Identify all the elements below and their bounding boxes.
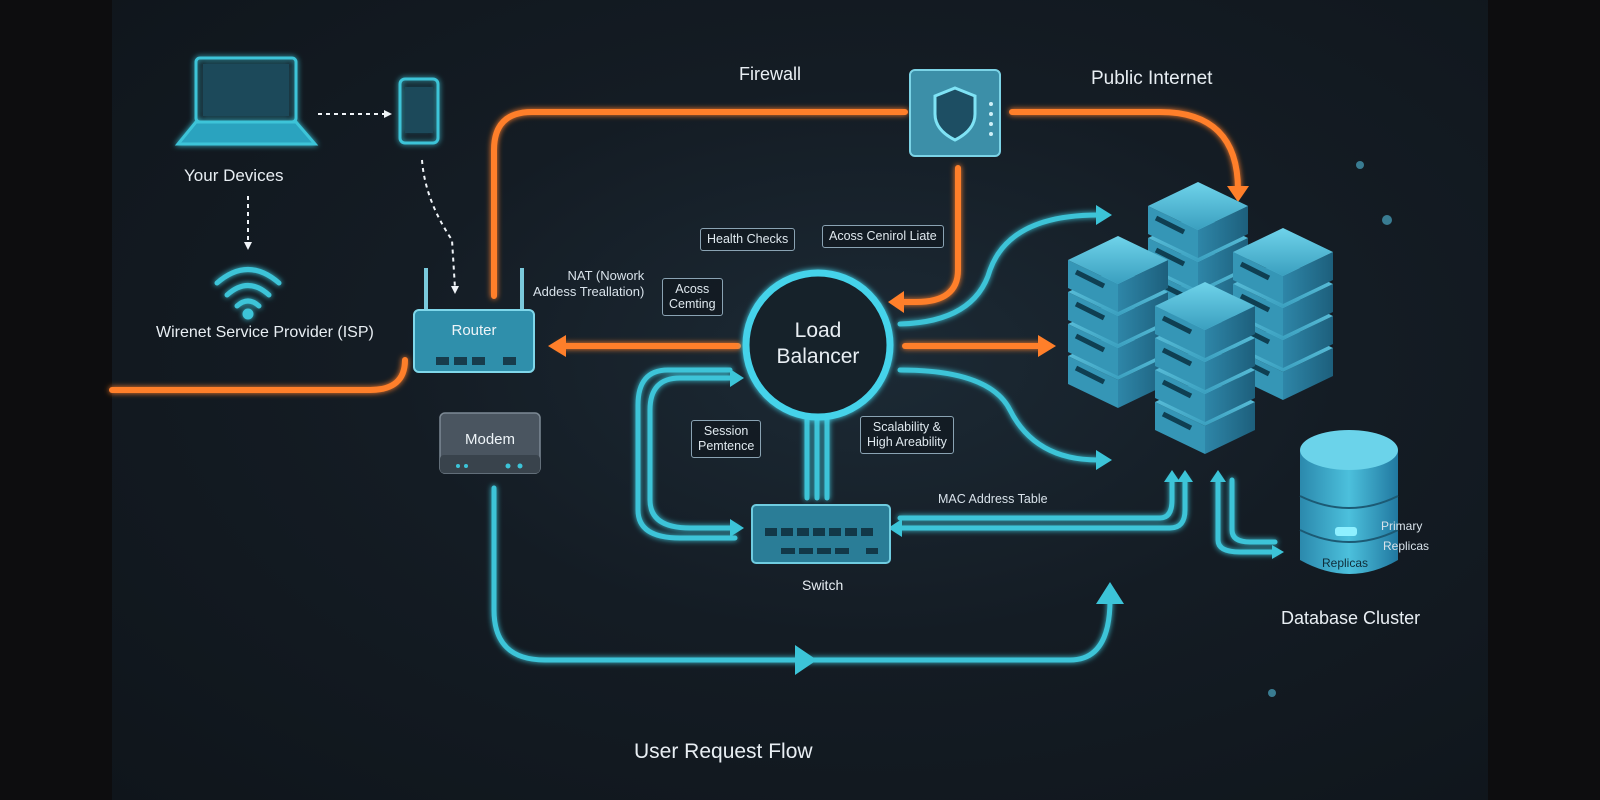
cyan-arrowheads — [730, 205, 1284, 675]
lb-to-servers-lower-line — [897, 367, 1101, 463]
device-links — [247, 113, 456, 289]
lb-to-servers-upper-line — [897, 212, 1101, 327]
health-checks-callout: Health Checks — [700, 228, 796, 251]
firewall-label: Firewall — [739, 64, 802, 84]
switch-label: Switch — [802, 577, 844, 593]
router-label: Router — [451, 322, 497, 339]
load-balancer-ring — [742, 269, 894, 421]
access-control-callout: Acoss Cenirol Liate — [822, 225, 944, 248]
replicas-right-label: Replicas — [1383, 539, 1430, 553]
mac-table-label: MAC Address Table — [938, 492, 1048, 506]
server-unit — [1068, 236, 1168, 312]
nat-label: NAT (Nowork Addess Treallation) — [533, 268, 645, 299]
servers-to-db-line-b — [1229, 477, 1278, 545]
server-unit — [1155, 282, 1255, 358]
user-request-flow-line — [491, 485, 1113, 663]
router-to-firewall-line — [491, 109, 908, 299]
cyan-flows — [491, 212, 1278, 663]
load-balancer-label: Load Balancer — [776, 319, 860, 368]
database-cluster-label: Database Cluster — [1281, 608, 1421, 628]
router-device — [413, 268, 535, 373]
server-unit — [1233, 228, 1333, 304]
firewall-device — [909, 69, 1001, 157]
switch-device — [751, 504, 891, 564]
right-letterbox — [1488, 0, 1600, 800]
primary-label: Primary — [1381, 519, 1423, 533]
shield-icon — [933, 86, 977, 142]
server-cluster — [1068, 182, 1333, 454]
switch-to-servers-line-b — [897, 477, 1175, 521]
isp-to-router-line — [109, 357, 408, 393]
database-icon — [1299, 430, 1399, 574]
replicas-db-label: Replicas — [1322, 556, 1369, 570]
user-request-flow-label: User Request Flow — [634, 740, 813, 763]
modem-label: Modem — [464, 431, 516, 448]
switch-to-servers-line-a — [897, 477, 1188, 531]
wifi-icon — [214, 267, 282, 320]
session-callout: Session Pemtence — [691, 420, 762, 458]
lb-switch-loop-outer — [635, 367, 738, 541]
orange-flows — [109, 109, 1241, 393]
servers-to-db-line-a — [1215, 477, 1278, 555]
laptop-icon — [174, 56, 319, 146]
modem-device — [439, 412, 541, 474]
left-letterbox — [0, 0, 112, 800]
phone-icon — [398, 77, 440, 145]
firewall-to-lb-line — [897, 165, 961, 305]
isp-label: Wirenet Service Provider (ISP) — [156, 324, 374, 341]
server-unit — [1148, 182, 1248, 258]
lb-switch-loop-inner — [647, 375, 738, 531]
public-internet-label: Public Internet — [1091, 68, 1213, 89]
access-centing-callout: Acoss Cemting — [662, 278, 723, 316]
orange-arrowheads — [548, 186, 1249, 357]
firewall-to-internet-line — [1009, 109, 1241, 193]
your-devices-label: Your Devices — [184, 166, 284, 185]
scalability-callout: Scalability & High Areability — [860, 416, 954, 454]
